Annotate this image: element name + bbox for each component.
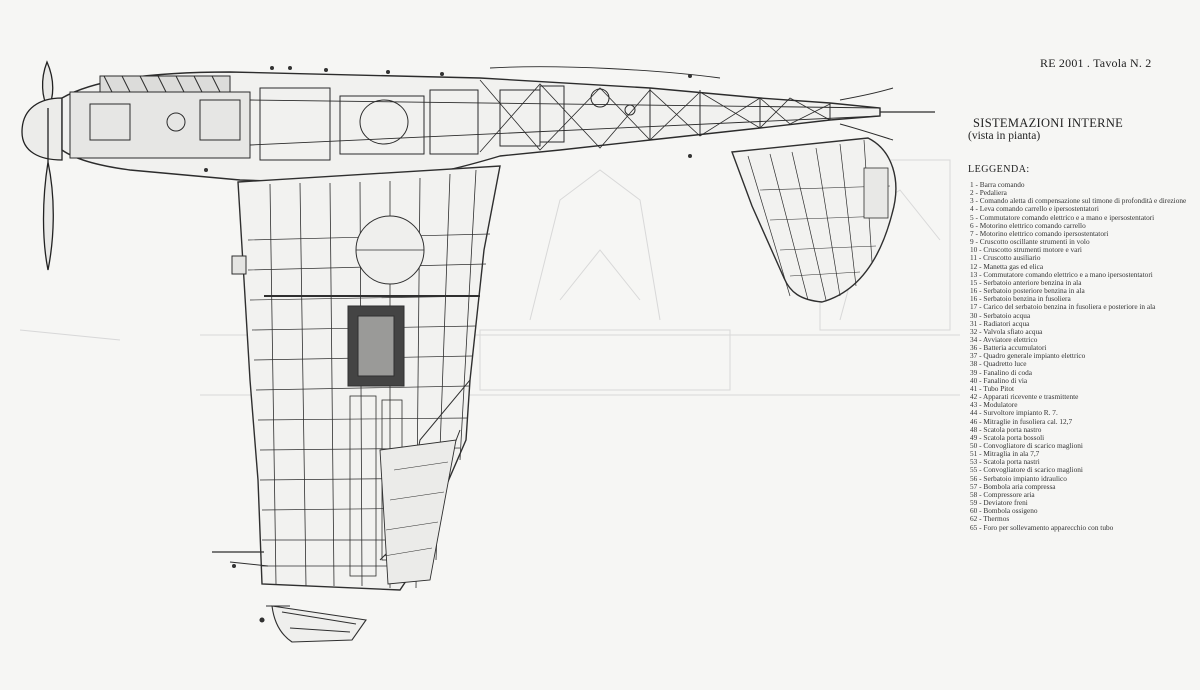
page-title: SISTEMAZIONI INTERNE xyxy=(973,116,1124,130)
plate-title: RE 2001 . Tavola N. 2 xyxy=(1040,56,1152,70)
legend-item: 12 - Manetta gas ed elica xyxy=(970,261,1044,271)
legend-item: 36 - Batteria accumulatori xyxy=(970,343,1047,353)
legend-item: 13 - Commutatore comando elettrico e a m… xyxy=(970,269,1153,279)
page-subtitle: (vista in pianta) xyxy=(968,130,1041,142)
legend-item: 16 - Serbatoio benzina in fusoliera xyxy=(970,294,1071,304)
wing xyxy=(212,165,501,591)
tailplane xyxy=(731,137,897,303)
legend-item: 62 - Thermos xyxy=(970,514,1010,524)
legend-item: 2 - Pedaliera xyxy=(970,188,1007,198)
legend-item: 50 - Convogliatore di scarico maglioni xyxy=(970,441,1083,450)
legend-item: 46 - Mitraglie in fusoliera cal. 12,7 xyxy=(970,416,1073,426)
legend-item: 11 - Cruscotto ausiliario xyxy=(970,253,1041,263)
propeller xyxy=(21,60,63,271)
legend-item: 17 - Carico del serbatoio benzina in fus… xyxy=(970,302,1156,312)
legend-item: 57 - Bombola aria compressa xyxy=(970,481,1056,491)
legend-item: 37 - Quadro generale impianto elettrico xyxy=(970,351,1086,361)
legend-item: 60 - Bombola ossigeno xyxy=(970,506,1038,516)
legend-item: 44 - Survoltore impianto R. 7. xyxy=(970,408,1058,418)
legend-item: 39 - Fanalino di coda xyxy=(970,367,1033,377)
legend-item: 6 - Motorino elettrico comando carrello xyxy=(970,220,1086,230)
legend-item: 1 - Barra comando xyxy=(970,180,1025,189)
legend-item: 4 - Leva comando carrello e ipersostenta… xyxy=(970,204,1099,214)
legend-item: 30 - Serbatoio acqua xyxy=(970,310,1031,320)
legend-item: 7 - Motorino elettrico comando ipersoste… xyxy=(970,228,1109,238)
legend-item: 43 - Modulatore xyxy=(970,400,1018,410)
legend-item: 16 - Serbatoio posteriore benzina in ala xyxy=(970,286,1085,296)
legend-item: 59 - Deviatore freni xyxy=(970,498,1028,508)
detail-view xyxy=(259,605,367,643)
legend-item: 34 - Avviatore elettrico xyxy=(970,334,1038,344)
legend-item: 58 - Compressore aria xyxy=(970,489,1035,499)
legend-item: 5 - Commutatore comando elettrico e a ma… xyxy=(970,212,1155,222)
legend-item: 48 - Scatola porta nastro xyxy=(970,424,1042,434)
legend-item: 10 - Cruscotto strumenti motore e vari xyxy=(970,245,1082,255)
legend-item: 32 - Valvola sfiato acqua xyxy=(970,326,1043,336)
legend-item: 9 - Cruscotto oscillante strumenti in vo… xyxy=(970,237,1090,247)
legend-item: 38 - Quadretto luce xyxy=(970,359,1027,369)
legend-item: 42 - Apparati ricevente e trasmittente xyxy=(970,392,1079,402)
legend-item: 40 - Fanalino di via xyxy=(970,375,1028,385)
callout-markers xyxy=(204,66,692,568)
legend-item: 65 - Foro per sollevamento apparecchio c… xyxy=(970,522,1114,532)
legend-item: 49 - Scatola porta bossoli xyxy=(970,432,1045,442)
legend-item: 31 - Radiatori acqua xyxy=(970,318,1030,328)
legend-heading: LEGGENDA: xyxy=(968,164,1030,175)
legend-item: 51 - Mitraglia in ala 7,7 xyxy=(970,449,1040,459)
legend-item: 56 - Serbatoio impianto idraulico xyxy=(970,473,1067,483)
legend-item: 3 - Comando aletta di compensazione sul … xyxy=(970,196,1187,206)
legend-item: 55 - Convogliatore di scarico maglioni xyxy=(970,465,1083,475)
legend-item: 41 - Tubo Pitot xyxy=(970,383,1015,393)
legend-item: 15 - Serbatoio anteriore benzina in ala xyxy=(970,277,1082,287)
fuselage xyxy=(61,66,935,183)
legend-list: 1 - Barra comando 2 - Pedaliera 3 - Coma… xyxy=(970,180,1192,532)
legend-item: 53 - Scatola porta nastri xyxy=(970,457,1040,467)
